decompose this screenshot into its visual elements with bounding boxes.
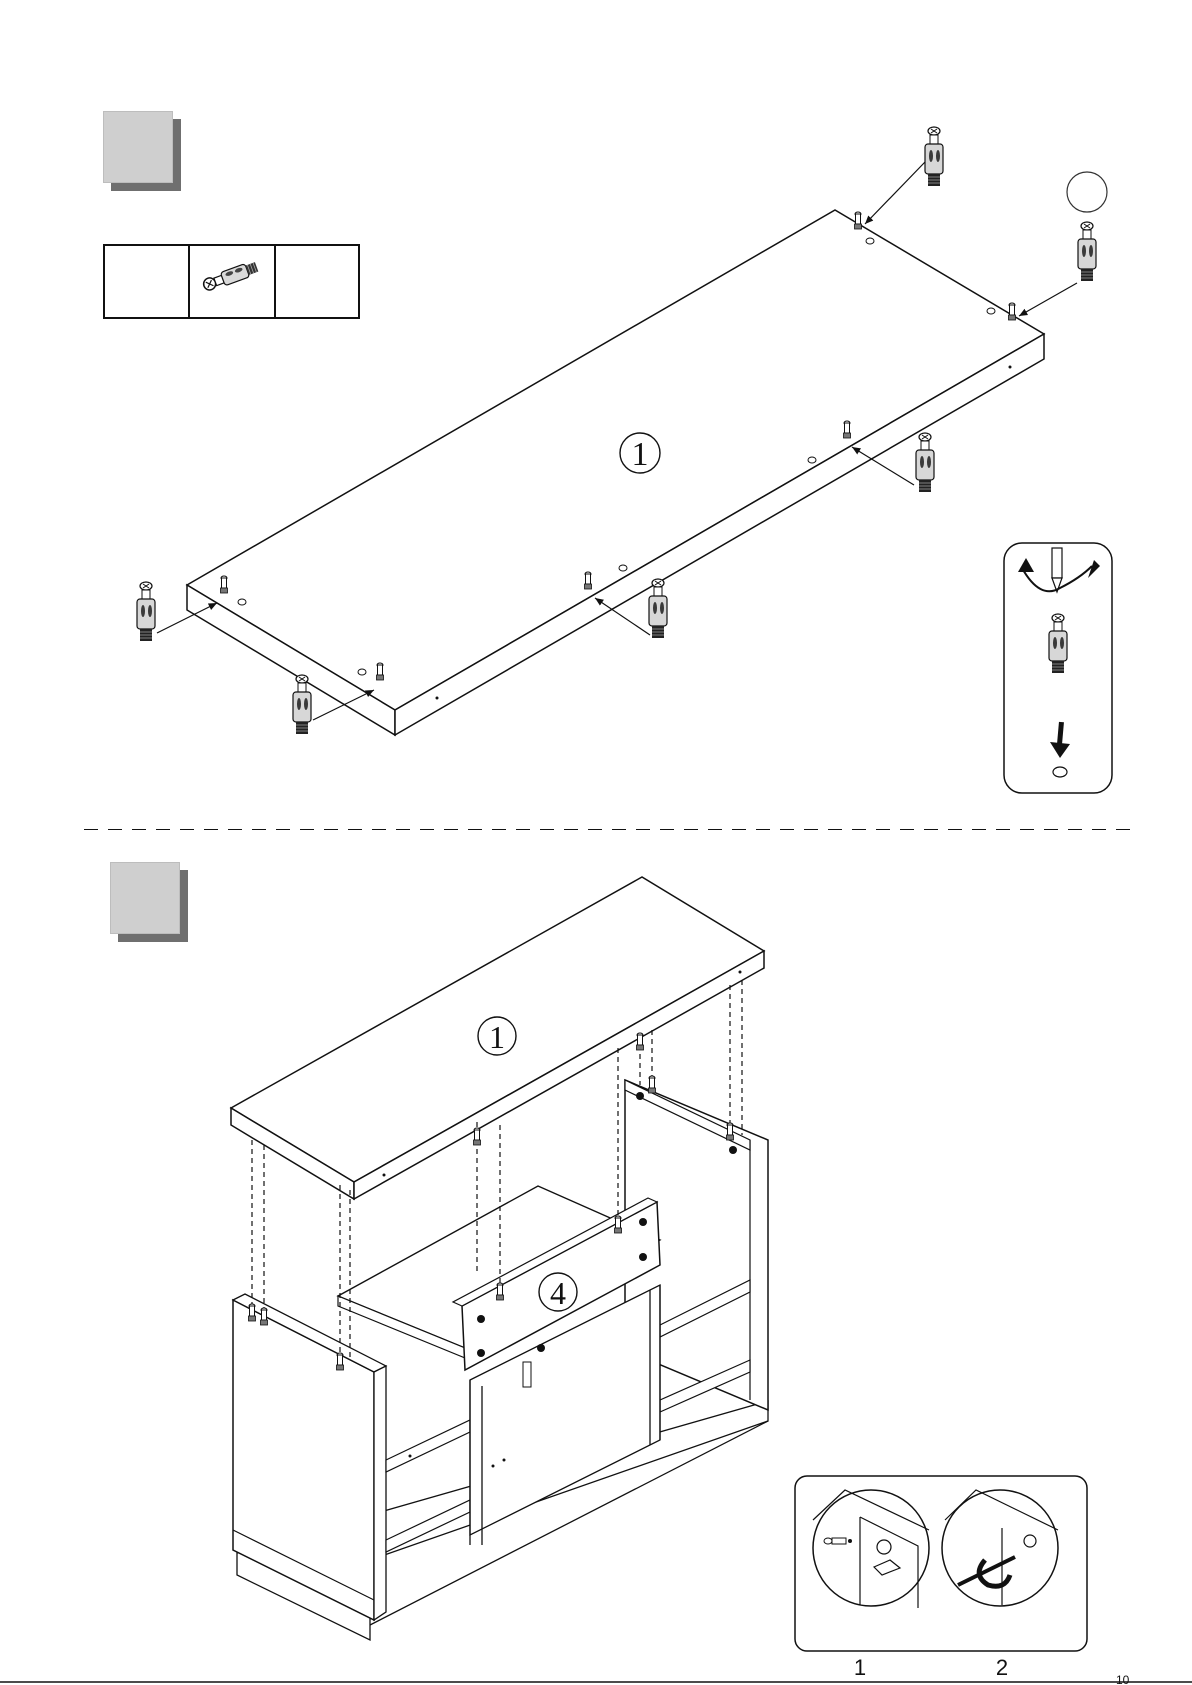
detail-label-1: 1	[854, 1655, 866, 1680]
detail-label-2: 2	[996, 1655, 1008, 1680]
cam-lock-detail-2	[942, 1490, 1058, 1606]
panel-1-top-label: 1	[489, 1019, 505, 1055]
page-number: 10	[1116, 1673, 1130, 1685]
cam-lock-detail-1	[813, 1490, 929, 1608]
step-2-drawing: 4 1	[0, 830, 1192, 1685]
step-1-drawing: 1	[0, 0, 1192, 830]
panel-1-label: 1	[632, 436, 649, 473]
panel-4-label: 4	[550, 1275, 566, 1311]
reference-circle	[1067, 172, 1107, 212]
